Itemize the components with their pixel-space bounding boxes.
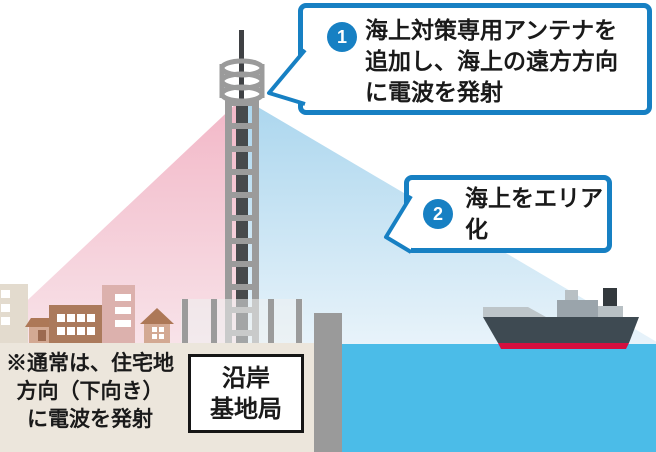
window [67, 327, 75, 335]
ship-aft-block [598, 306, 623, 317]
window [115, 294, 131, 301]
window [57, 327, 65, 335]
window [67, 314, 75, 322]
callout-sea-antenna: 1 海上対策専用アンテナを 追加し、海上の遠方方向 に電波を発射 [298, 3, 652, 115]
window [159, 334, 164, 339]
step-1-badge: 1 [327, 22, 357, 52]
callout-1-text: 海上対策専用アンテナを 追加し、海上の遠方方向 に電波を発射 [365, 17, 618, 105]
ship-hull [483, 317, 639, 343]
window [77, 314, 85, 322]
sea [342, 344, 656, 452]
station-label: 沿岸 基地局 [210, 364, 282, 423]
window [1, 304, 10, 312]
window [115, 307, 131, 314]
callout-2-text: 海上をエリア化 [465, 185, 603, 242]
ship-superstructure [557, 300, 598, 317]
window [152, 334, 157, 339]
house-gabled [140, 308, 174, 343]
station-fence [181, 299, 303, 343]
station-label-box: 沿岸 基地局 [188, 354, 304, 433]
antenna-array-icon [219, 30, 265, 104]
building-beige [0, 284, 28, 343]
seawall [314, 313, 342, 452]
fence-pillar [268, 299, 274, 343]
ground-note: ※通常は、住宅地 方向（下向き） に電波を発射 [6, 352, 174, 431]
house-roof [140, 308, 174, 324]
step-2-badge: 2 [423, 199, 453, 229]
window [57, 314, 65, 322]
callout-sea-coverage: 2 海上をエリア化 [404, 175, 612, 253]
ship-deck [483, 307, 546, 317]
window [87, 314, 95, 322]
house-body [144, 324, 170, 343]
ship-funnel [603, 288, 617, 310]
window [115, 320, 131, 327]
house-door [38, 330, 46, 341]
window [1, 290, 10, 298]
window [159, 327, 164, 332]
ship-bridge-top [565, 290, 578, 300]
building-pink [102, 285, 135, 343]
window [77, 327, 85, 335]
window [87, 327, 95, 335]
fence-pillar [182, 299, 188, 343]
window [152, 327, 157, 332]
window [1, 317, 10, 325]
antenna-mast [239, 30, 244, 102]
fence-pillar [211, 299, 217, 343]
apartment-building [49, 305, 103, 343]
fence-pillar [296, 299, 302, 343]
